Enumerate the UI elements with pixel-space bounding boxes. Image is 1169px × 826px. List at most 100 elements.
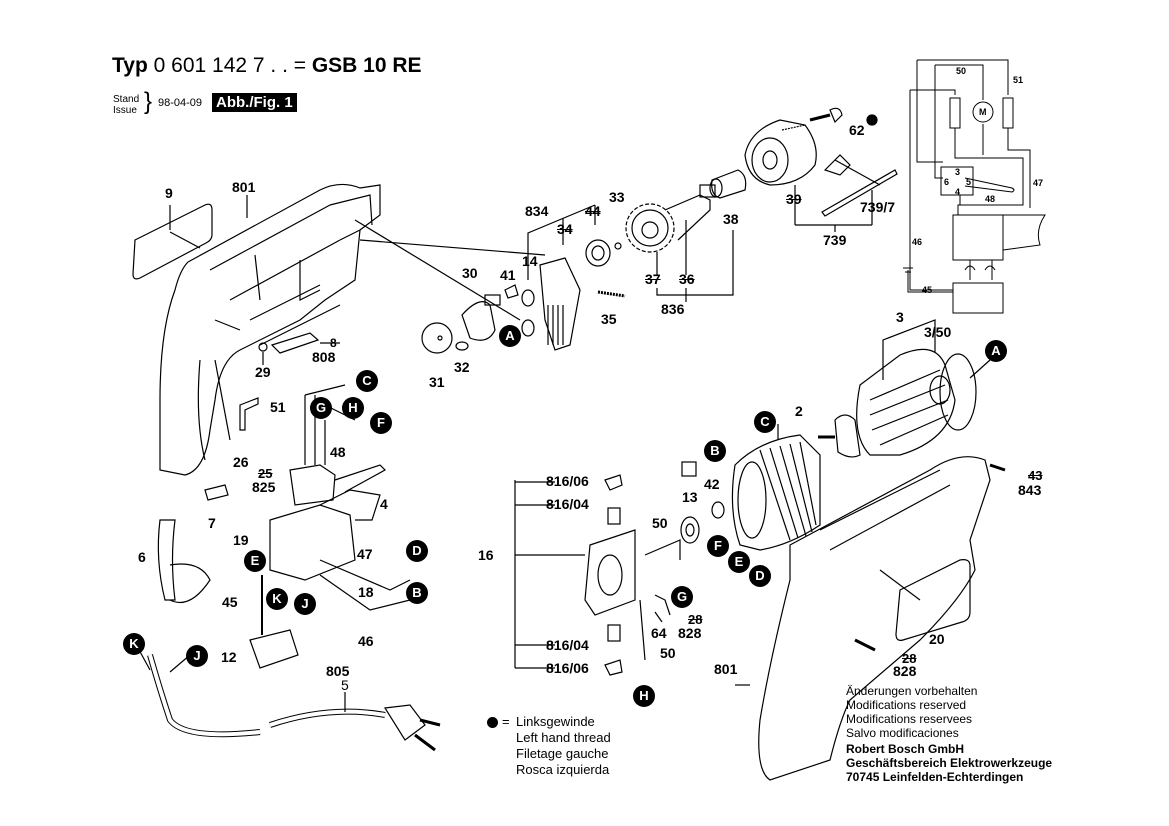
gear-housing bbox=[539, 257, 581, 351]
label-808 bbox=[270, 332, 320, 354]
switch-4 bbox=[269, 504, 356, 581]
nameplate-20 bbox=[895, 559, 971, 641]
schematic-label-4: 4 bbox=[955, 187, 961, 197]
part-label-825: 825 bbox=[252, 479, 276, 495]
fan-3-50 bbox=[939, 353, 977, 431]
part-label-2: 2 bbox=[795, 403, 803, 419]
issue-date: 98-04-09 bbox=[158, 97, 203, 109]
company-division: Geschäftsbereich Elektrowerkzeuge bbox=[846, 756, 1053, 770]
part-label-739: 739 bbox=[823, 232, 847, 248]
connector-k: K bbox=[123, 633, 145, 655]
part-label-5: 5 bbox=[341, 677, 349, 693]
part-label-816-04-bottom: 816/04 bbox=[546, 637, 589, 653]
part-label-44: 44 bbox=[585, 203, 601, 219]
schematic-label-6: 6 bbox=[944, 177, 950, 187]
stand-issue-label: Stand Issue bbox=[113, 94, 140, 116]
part-label-50-top: 50 bbox=[652, 515, 668, 531]
legend-line: Linksgewinde bbox=[516, 714, 595, 729]
connector-c: C bbox=[754, 411, 776, 433]
part-label-28-b: 28 bbox=[902, 651, 917, 666]
part-label-3: 3 bbox=[896, 309, 904, 325]
nameplate-9 bbox=[132, 203, 213, 280]
part-label-4: 4 bbox=[380, 496, 388, 512]
connector-a: A bbox=[499, 325, 521, 347]
connector-d: D bbox=[749, 565, 771, 587]
part-label-50-bottom: 50 bbox=[660, 645, 676, 661]
cable-guard-6 bbox=[157, 519, 176, 601]
legend-equals: = bbox=[502, 714, 510, 729]
part-label-801: 801 bbox=[232, 179, 256, 195]
part-label-37: 37 bbox=[645, 271, 661, 287]
part-label-18: 18 bbox=[358, 584, 374, 600]
legend-line: Left hand thread bbox=[516, 730, 611, 745]
connector-j: J bbox=[186, 645, 208, 667]
field-coil-2 bbox=[731, 434, 821, 551]
typ-label: Typ bbox=[112, 54, 148, 77]
part-label-801-b: 801 bbox=[714, 661, 738, 677]
schematic-label-45: 45 bbox=[922, 285, 933, 295]
company-name: Robert Bosch GmbH bbox=[846, 742, 965, 756]
part-label-41: 41 bbox=[500, 267, 516, 283]
power-cable-5 bbox=[147, 654, 261, 738]
part-label-51: 51 bbox=[270, 399, 286, 415]
connector-f: F bbox=[370, 412, 392, 434]
left-hand-thread-dot-icon bbox=[487, 717, 498, 728]
part-label-64: 64 bbox=[651, 625, 667, 641]
part-label-834: 834 bbox=[525, 203, 549, 219]
footer-note: Änderungen vorbehalten bbox=[846, 684, 978, 698]
schematic-label-48: 48 bbox=[985, 194, 996, 204]
connector-k: K bbox=[266, 588, 288, 610]
part-label-32: 32 bbox=[454, 359, 470, 375]
figure-badge: Abb./Fig. 1 bbox=[212, 93, 297, 112]
part-label-45: 45 bbox=[222, 594, 238, 610]
connector-j: J bbox=[294, 593, 316, 615]
part-label-13: 13 bbox=[682, 489, 698, 505]
schematic-label-50: 50 bbox=[956, 66, 967, 76]
part-label-828-a: 828 bbox=[678, 625, 702, 641]
part-label-25: 25 bbox=[258, 466, 273, 481]
part-label-48: 48 bbox=[330, 444, 346, 460]
brush-holder-16 bbox=[584, 529, 636, 616]
connector-a: A bbox=[985, 340, 1007, 362]
part-label-30: 30 bbox=[462, 265, 478, 281]
switch-housing-25 bbox=[289, 464, 336, 506]
brace: } bbox=[144, 88, 153, 115]
connector-c: C bbox=[356, 370, 378, 392]
legend-line: Filetage gauche bbox=[516, 746, 609, 761]
part-label-43: 43 bbox=[1028, 468, 1043, 483]
part-label-33: 33 bbox=[609, 189, 625, 205]
connector-h: H bbox=[342, 397, 364, 419]
connector-g: G bbox=[310, 397, 332, 419]
connector-b: B bbox=[704, 440, 726, 462]
part-label-39: 39 bbox=[786, 191, 802, 207]
wiring-schematic bbox=[903, 59, 1046, 314]
connector-h: H bbox=[633, 685, 655, 707]
part-label-36: 36 bbox=[679, 271, 695, 287]
part-label-42: 42 bbox=[704, 476, 720, 492]
gear-36 bbox=[625, 203, 675, 253]
part-label-8: 8 bbox=[330, 336, 337, 350]
part-label-828-b: 828 bbox=[893, 663, 917, 679]
part-label-34: 34 bbox=[557, 221, 573, 237]
schematic-label-46: 46 bbox=[912, 237, 923, 247]
page-title: Typ 0 601 142 7 . . = GSB 10 RE bbox=[112, 54, 422, 78]
schematic-label-51: 51 bbox=[1013, 75, 1024, 85]
housing-left bbox=[159, 183, 381, 476]
part-label-26: 26 bbox=[233, 454, 249, 470]
cable-clamp-12 bbox=[249, 629, 299, 669]
part-label-843: 843 bbox=[1018, 482, 1042, 498]
part-label-3-50: 3/50 bbox=[924, 324, 952, 340]
connector-e: E bbox=[244, 550, 266, 572]
part-label-29: 29 bbox=[255, 364, 271, 380]
disc-31 bbox=[421, 322, 453, 354]
bracket-26 bbox=[239, 397, 259, 431]
part-label-35: 35 bbox=[601, 311, 617, 327]
legend-line: Rosca izquierda bbox=[516, 762, 610, 777]
part-label-47: 47 bbox=[357, 546, 373, 562]
part-label-31: 31 bbox=[429, 374, 445, 390]
connector-g: G bbox=[671, 586, 693, 608]
drill-chuck bbox=[744, 119, 817, 186]
part-label-20: 20 bbox=[929, 631, 945, 647]
model-name: GSB 10 RE bbox=[311, 54, 422, 77]
